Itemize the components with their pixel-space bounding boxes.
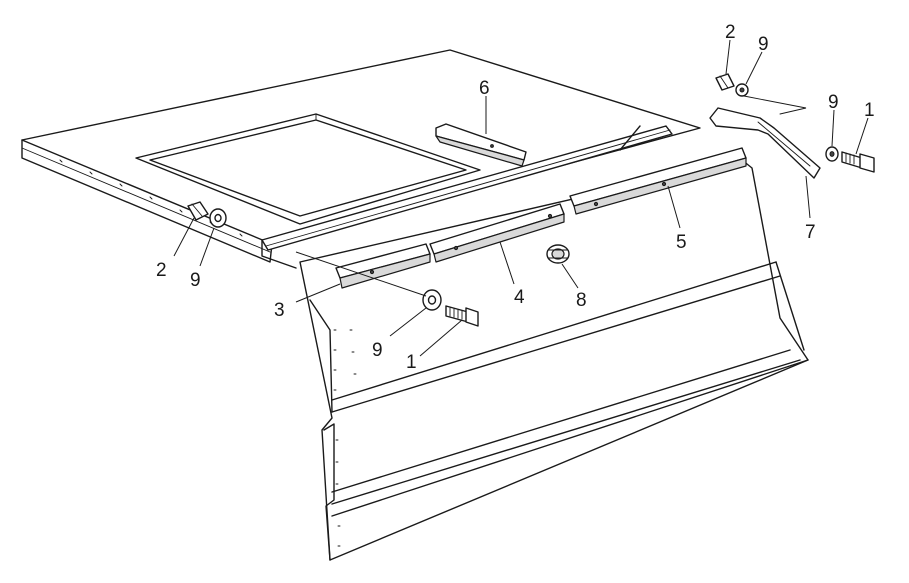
nut-right xyxy=(715,73,735,91)
callout-washer-right: 9 xyxy=(828,92,839,113)
washer-left xyxy=(209,208,227,228)
washer-middle xyxy=(422,289,442,311)
callout-bolt-right: 1 xyxy=(864,100,875,121)
callout-top-strip: 6 xyxy=(479,78,490,99)
top-strip xyxy=(435,123,527,167)
bracket xyxy=(709,95,821,179)
callout-bolt-left: 1 xyxy=(406,352,417,373)
callout-plug: 8 xyxy=(576,290,587,311)
strip-left xyxy=(335,243,431,289)
washer-right xyxy=(825,146,839,162)
callout-bracket: 7 xyxy=(805,222,816,243)
roof-edge-rail xyxy=(261,125,673,269)
bolt-left xyxy=(445,305,479,327)
callout-strip-left: 3 xyxy=(274,300,285,321)
strip-right xyxy=(569,147,747,215)
callout-strip-middle: 4 xyxy=(514,287,525,308)
roof-panel xyxy=(21,49,701,263)
callout-labels: 6 2 9 9 1 7 5 2 9 3 4 8 9 1 xyxy=(156,22,875,373)
callout-washer-left: 9 xyxy=(190,270,201,291)
callout-nut-left: 2 xyxy=(156,260,167,281)
bolt-right xyxy=(841,151,875,173)
nut-left xyxy=(187,201,209,221)
leader-lines xyxy=(173,39,869,357)
callout-washer-right-top: 9 xyxy=(758,34,769,55)
callout-nut-right: 2 xyxy=(725,22,736,43)
washer-right-top xyxy=(735,83,749,97)
callout-washer-middle: 9 xyxy=(372,340,383,361)
callout-strip-right: 5 xyxy=(676,232,687,253)
strip-middle xyxy=(429,203,565,263)
plug xyxy=(546,244,570,264)
